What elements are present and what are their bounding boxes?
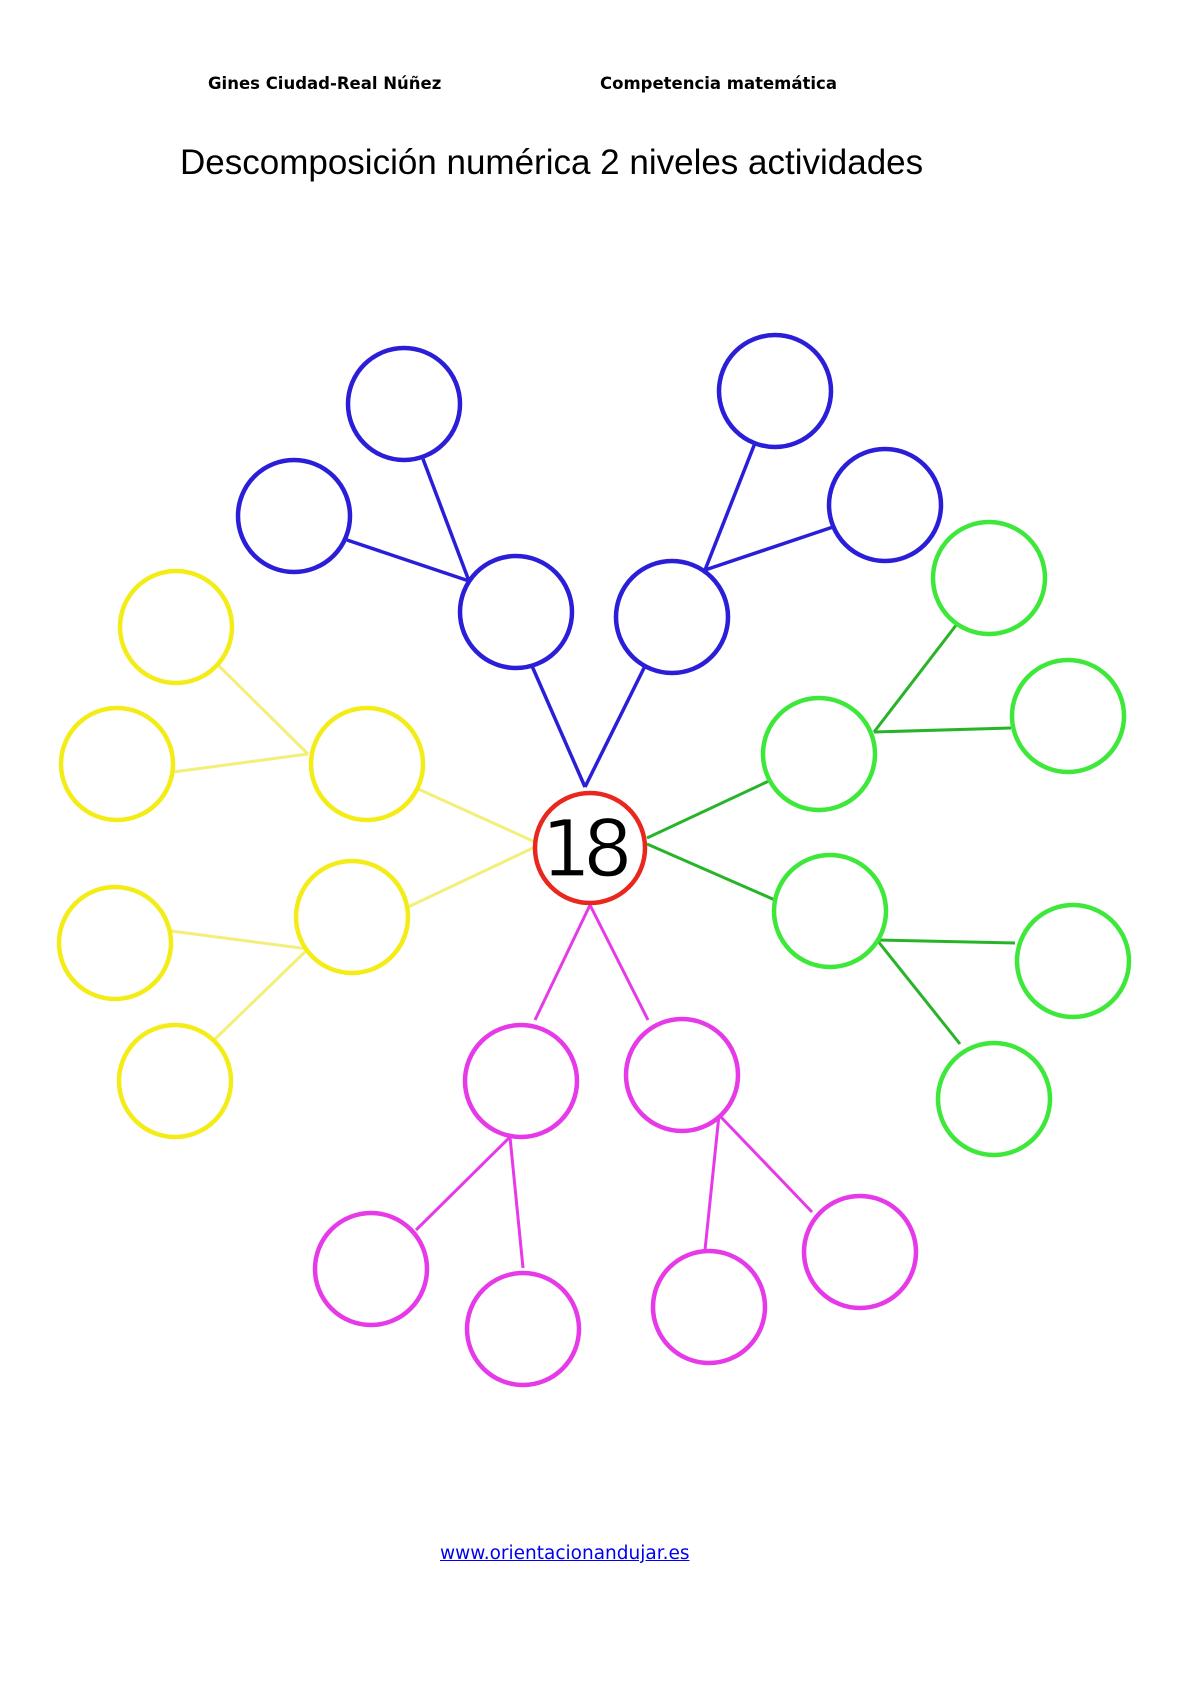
green-circle-top-up[interactable]: [930, 519, 1048, 637]
yellow-circle-bottom-side[interactable]: [56, 884, 174, 1002]
blue-circle-right-level1[interactable]: [613, 558, 731, 676]
yellow-circles: [56, 568, 426, 1140]
line-green-bottom-side: [876, 938, 1016, 945]
blue-circle-right-side[interactable]: [826, 446, 944, 564]
line-blue-left-side: [346, 538, 470, 583]
yellow-circle-top-up[interactable]: [117, 568, 235, 686]
yellow-circle-top-level1[interactable]: [308, 705, 426, 823]
magenta-circle-right-down[interactable]: [650, 1248, 768, 1366]
magenta-circle-left-down[interactable]: [464, 1270, 582, 1388]
page-title: Descomposición numérica 2 niveles activi…: [180, 143, 924, 182]
line-magenta-left-side: [414, 1135, 512, 1232]
line-center-yellow-top: [415, 786, 536, 844]
blue-circle-right-top[interactable]: [716, 332, 834, 450]
magenta-circle-right-level1[interactable]: [623, 1016, 741, 1134]
green-circle-top-side[interactable]: [1009, 657, 1127, 775]
line-magenta-right-side: [717, 1113, 814, 1214]
green-circle-bottom-level1[interactable]: [771, 852, 889, 970]
line-green-bottom-down: [875, 939, 962, 1045]
yellow-circle-bottom-level1[interactable]: [293, 858, 411, 976]
footer-website-link[interactable]: www.orientacionandujar.es: [440, 1543, 690, 1564]
header-subject: Competencia matemática: [600, 74, 837, 93]
line-blue-right-top: [703, 442, 757, 571]
blue-branch-lines: [346, 442, 834, 788]
line-yellow-top-up: [215, 662, 310, 756]
yellow-circle-bottom-down[interactable]: [116, 1022, 234, 1140]
blue-circle-left-side[interactable]: [235, 457, 353, 575]
yellow-branch-lines: [170, 662, 536, 1041]
line-magenta-left-down: [508, 1136, 525, 1269]
line-center-magenta-left: [533, 904, 592, 1021]
green-circle-bottom-down[interactable]: [935, 1040, 1053, 1158]
line-center-blue-right: [583, 665, 647, 788]
line-center-green-bottom: [646, 842, 776, 902]
line-blue-left-top: [421, 458, 471, 582]
line-yellow-bottom-down: [213, 947, 310, 1041]
line-green-top-side: [873, 726, 1012, 734]
line-center-blue-left: [530, 665, 587, 788]
line-center-magenta-right: [588, 904, 650, 1021]
blue-circles: [235, 332, 944, 676]
green-circle-bottom-side[interactable]: [1014, 902, 1132, 1020]
line-green-top-up: [872, 623, 959, 733]
yellow-circle-top-side[interactable]: [58, 705, 176, 823]
line-blue-right-side: [704, 525, 834, 572]
line-yellow-bottom-side: [170, 929, 309, 951]
line-center-yellow-bottom: [405, 845, 536, 910]
blue-circle-left-level1[interactable]: [457, 553, 575, 671]
magenta-circle-right-side[interactable]: [801, 1193, 919, 1311]
center-circle: [532, 790, 648, 906]
blue-circle-left-top[interactable]: [345, 345, 463, 463]
magenta-circle-left-side[interactable]: [312, 1210, 430, 1328]
green-branch-lines: [646, 623, 1016, 1045]
green-circles: [760, 519, 1132, 1158]
line-yellow-top-side: [172, 752, 309, 774]
line-magenta-right-down: [703, 1114, 721, 1251]
green-circle-top-level1[interactable]: [760, 695, 878, 813]
magenta-branch-lines: [414, 904, 814, 1269]
center-number: 18: [541, 805, 628, 895]
magenta-circles: [312, 1016, 919, 1388]
line-center-green-top: [646, 778, 772, 840]
magenta-circle-left-level1[interactable]: [462, 1022, 580, 1140]
header-author: Gines Ciudad-Real Núñez: [208, 74, 442, 93]
